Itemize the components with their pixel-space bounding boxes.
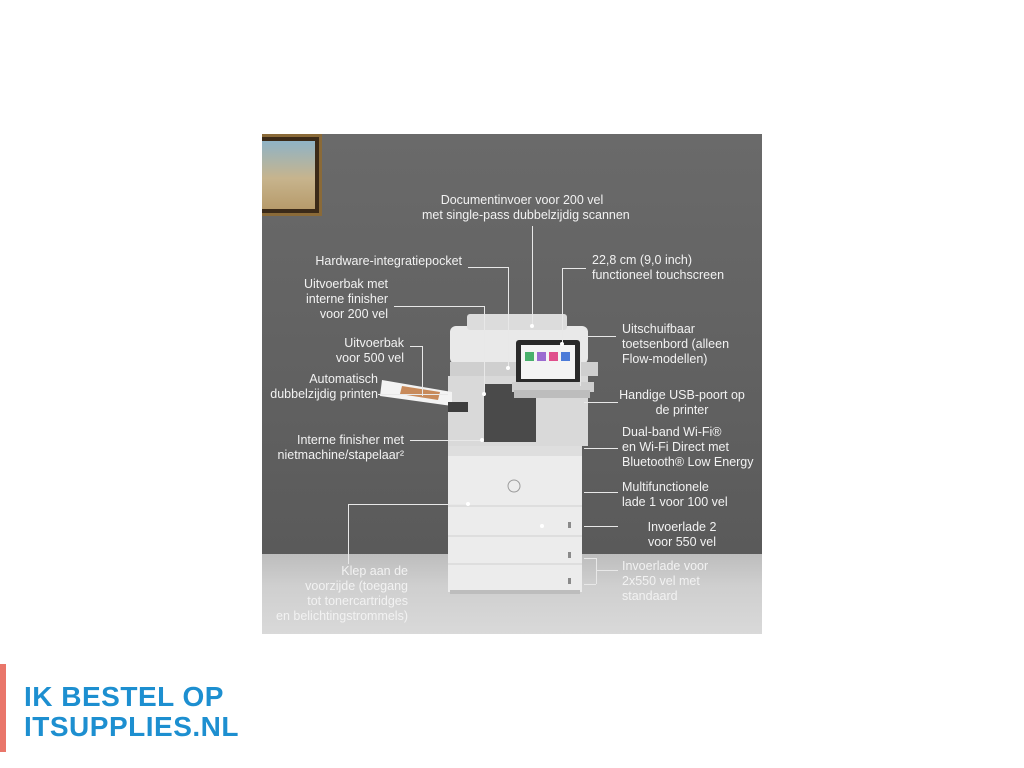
logo-line-2: ITSUPPLIES.NL xyxy=(24,711,239,742)
logo-accent-bar xyxy=(0,664,6,752)
label-multifunctionele-lade: Multifunctionele lade 1 voor 100 vel xyxy=(622,480,728,509)
label-wifi: Dual-band Wi-Fi® en Wi-Fi Direct met Blu… xyxy=(622,425,754,469)
label-documentinvoer: Documentinvoer voor 200 vel met single-p… xyxy=(422,193,630,222)
label-touchscreen: 22,8 cm (9,0 inch) functioneel touchscre… xyxy=(592,253,725,282)
label-hardware-integratiepocket: Hardware-integratiepocket xyxy=(315,254,462,268)
label-klep-voorzijde: Klep aan de voorzijde (toegang tot toner… xyxy=(276,564,408,623)
wall-picture-frame xyxy=(262,134,322,216)
logo-line-1: IK BESTEL OP xyxy=(24,681,224,712)
label-uitvoerbak-500: Uitvoerbak voor 500 vel xyxy=(335,336,404,365)
label-invoerlade-voor: Invoerlade voor 2x550 vel met standaard xyxy=(622,559,709,603)
label-invoerlade-2: Invoerlade 2 voor 550 vel xyxy=(647,520,717,549)
label-uitvoerbak-finisher: Uitvoerbak met interne finisher voor 200… xyxy=(303,277,388,321)
label-toetsenbord: Uitschuifbaar toetsenbord (alleen Flow-m… xyxy=(622,322,730,366)
label-automatisch-dubbelzijdig: Automatisch dubbelzijdig printen xyxy=(270,372,378,401)
product-photo: Documentinvoer voor 200 vel met single-p… xyxy=(262,134,762,634)
label-usb-poort: Handige USB-poort op de printer xyxy=(619,388,745,417)
itsupplies-logo[interactable]: IK BESTEL OP ITSUPPLIES.NL xyxy=(24,682,239,742)
label-interne-finisher: Interne finisher met nietmachine/stapela… xyxy=(277,433,404,462)
